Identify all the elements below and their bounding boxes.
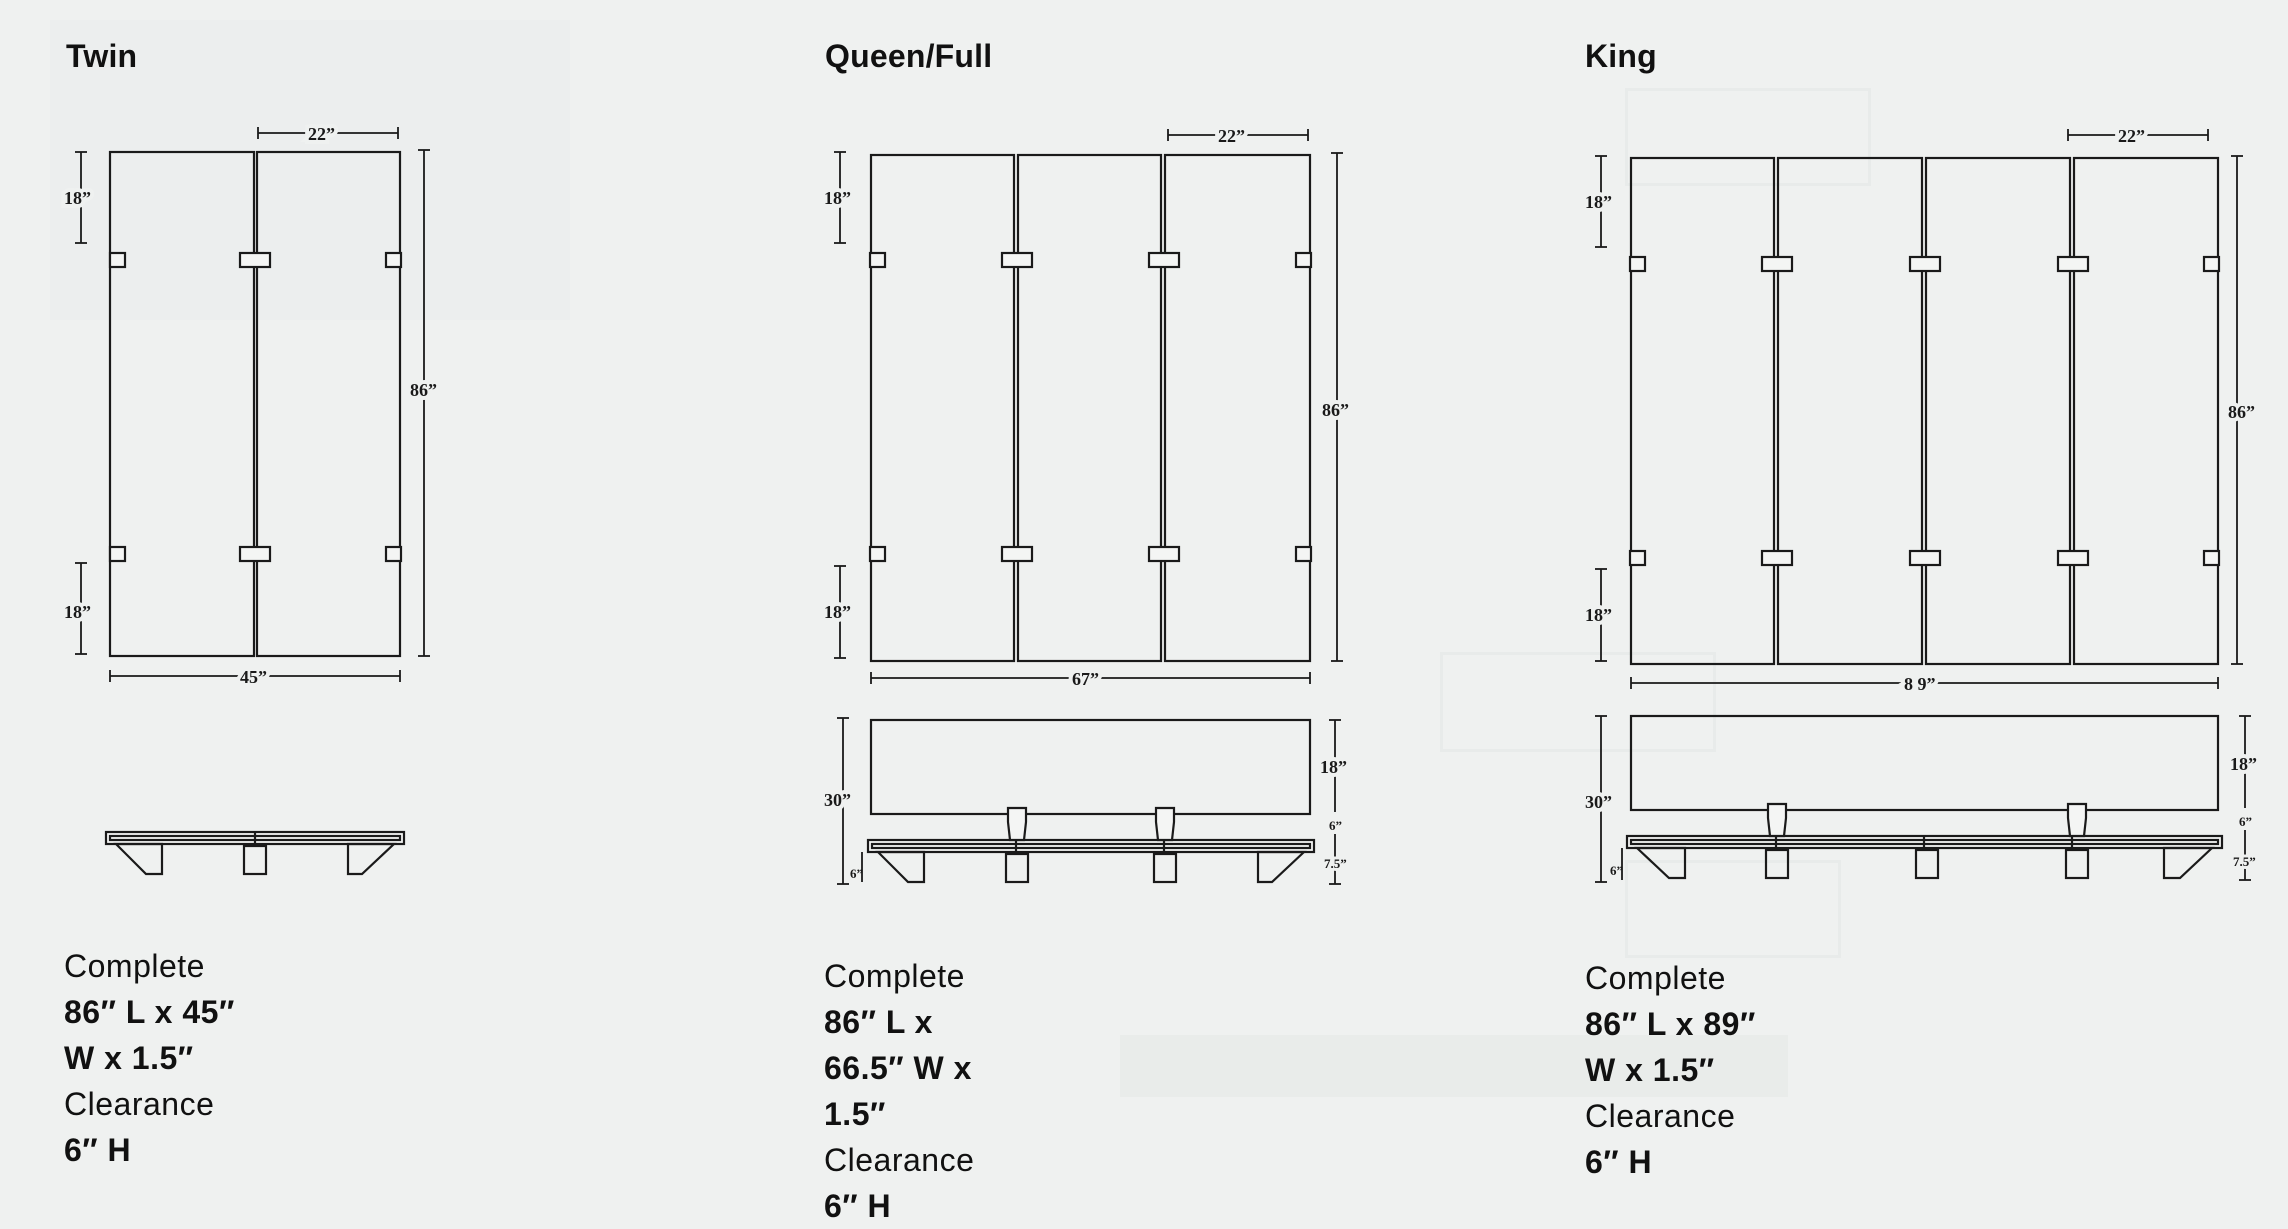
panel xyxy=(108,150,256,658)
side-profile-foot xyxy=(2162,846,2215,880)
panel-width-label: 22” xyxy=(308,124,335,144)
side-profile-leg xyxy=(1914,848,1940,880)
bottom-offset-label: 18” xyxy=(1585,605,1612,625)
connector-bracket xyxy=(238,251,272,269)
spec-complete: Complete86″ L x 89″ W x 1.5″ xyxy=(1585,960,1756,1088)
width-label: 45” xyxy=(240,667,267,687)
spec-block: Complete86″ L x 89″ W x 1.5″ Clearance6″… xyxy=(1585,955,1783,1185)
side-profile-leg xyxy=(1004,852,1030,884)
side-mid-label: 6” xyxy=(1329,818,1342,833)
height-label: 86” xyxy=(2228,402,2255,422)
spec-complete: Complete86″ L x 45″ W x 1.5″ xyxy=(64,948,235,1076)
connector-bracket xyxy=(108,251,127,269)
riser-post xyxy=(1006,806,1028,842)
height-label: 86” xyxy=(410,380,437,400)
connector-bracket xyxy=(2202,255,2221,273)
size-title: Queen/Full xyxy=(825,38,993,74)
connector-bracket xyxy=(1760,255,1794,273)
side-foot-label: 6” xyxy=(1610,863,1623,878)
side-profile-foot xyxy=(113,842,164,876)
background-image-ghost xyxy=(50,20,570,320)
connector-bracket xyxy=(1147,251,1181,269)
riser-post xyxy=(1154,806,1176,842)
connector-bracket xyxy=(1294,545,1313,563)
side-height-label: 30” xyxy=(1585,792,1612,812)
panel xyxy=(1776,156,1924,666)
side-profile-foot xyxy=(1634,846,1687,880)
panel-width-label: 22” xyxy=(2118,126,2145,146)
side-profile-foot xyxy=(1256,850,1307,884)
height-label: 86” xyxy=(1322,400,1349,420)
connector-bracket xyxy=(108,545,127,563)
connector-bracket xyxy=(1628,255,1647,273)
side-foot-label: 6” xyxy=(850,866,863,881)
side-profile-leg xyxy=(2064,848,2090,880)
side-profile-leg xyxy=(1764,848,1790,880)
bottom-offset-label: 18” xyxy=(824,602,851,622)
side-profile-leg xyxy=(242,844,268,876)
background-button-ghost xyxy=(1625,860,1841,958)
side-profile-foot xyxy=(346,842,397,876)
connector-bracket xyxy=(1000,545,1034,563)
side-height-label: 30” xyxy=(824,790,851,810)
panel xyxy=(2072,156,2220,666)
connector-bracket xyxy=(1760,549,1794,567)
panel xyxy=(255,150,402,658)
connector-bracket xyxy=(868,251,887,269)
queen-frame-diagram: 22” 86” 18” 18” 67” 30” 18” 6” 7.5” xyxy=(824,126,1349,885)
side-profile-panel xyxy=(1629,714,2220,812)
connector-bracket xyxy=(1000,251,1034,269)
connector-bracket xyxy=(384,251,403,269)
panel-width-label: 22” xyxy=(1218,126,1245,146)
size-title: Twin xyxy=(66,38,138,74)
panel xyxy=(1629,156,1776,666)
riser-post xyxy=(1766,802,1788,838)
connector-bracket xyxy=(238,545,272,563)
side-leg-label: 7.5” xyxy=(1324,856,1347,871)
twin-frame-diagram: 22” 86” 18” 18” 45” xyxy=(60,120,437,876)
top-offset-label: 18” xyxy=(1585,192,1612,212)
connector-bracket xyxy=(1147,545,1181,563)
panel xyxy=(1163,153,1312,663)
connector-bracket xyxy=(384,545,403,563)
top-offset-label: 18” xyxy=(64,188,91,208)
side-profile-foot xyxy=(875,850,926,884)
spec-clearance: Clearance6″ H xyxy=(824,1142,975,1224)
side-upper-label: 18” xyxy=(2230,754,2257,774)
background-bar-ghost xyxy=(1120,1035,1788,1097)
panel xyxy=(1924,156,2072,666)
panel xyxy=(869,153,1016,663)
riser-post xyxy=(2066,802,2088,838)
connector-bracket xyxy=(1908,255,1942,273)
width-label: 8 9” xyxy=(1904,674,1936,694)
connector-bracket xyxy=(1628,549,1647,567)
side-leg-label: 7.5” xyxy=(2233,854,2256,869)
top-offset-label: 18” xyxy=(824,188,851,208)
background-button-ghost xyxy=(1440,652,1716,752)
connector-bracket xyxy=(2202,549,2221,567)
side-upper-label: 18” xyxy=(1320,757,1347,777)
king-frame-diagram: 22” 86” 18” 18” 8 9” 30” 18” 6” 7.5” xyxy=(1585,126,2257,883)
connector-bracket xyxy=(2056,549,2090,567)
side-profile-leg xyxy=(1152,852,1178,884)
width-label: 67” xyxy=(1072,669,1099,689)
panel xyxy=(1016,153,1163,663)
spec-clearance: Clearance6″ H xyxy=(1585,1098,1736,1180)
background-button-ghost xyxy=(1625,88,1871,186)
size-title: King xyxy=(1585,38,1657,74)
connector-bracket xyxy=(1908,549,1942,567)
connector-bracket xyxy=(2056,255,2090,273)
connector-bracket xyxy=(868,545,887,563)
connector-bracket xyxy=(1294,251,1313,269)
side-profile-panel xyxy=(869,718,1312,816)
side-mid-label: 6” xyxy=(2239,814,2252,829)
bottom-offset-label: 18” xyxy=(64,602,91,622)
